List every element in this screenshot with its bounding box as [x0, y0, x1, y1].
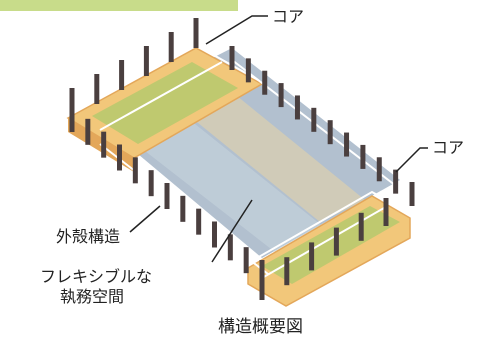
structural-column	[132, 157, 138, 184]
structural-column	[327, 120, 333, 145]
structural-column	[119, 60, 125, 90]
structural-column	[168, 32, 174, 62]
leader-lines	[129, 15, 428, 263]
green-deck-top	[92, 62, 238, 144]
structural-column	[148, 170, 154, 197]
label-core-top: コア	[272, 7, 305, 26]
structural-column	[196, 208, 202, 235]
structural-column	[309, 242, 315, 271]
structural-column	[333, 227, 339, 256]
structural-column	[360, 144, 366, 169]
structural-column	[94, 74, 100, 104]
structural-column	[164, 183, 170, 209]
structural-column	[245, 58, 251, 83]
green-deck-bottom	[262, 206, 400, 284]
structural-column	[212, 221, 217, 248]
structural-column	[229, 46, 235, 70]
structural-column	[193, 18, 199, 48]
structural-column	[69, 106, 75, 132]
structural-column	[117, 144, 122, 171]
leader-flexible	[211, 199, 253, 263]
structural-column	[101, 131, 107, 158]
caption: 構造概要図	[218, 317, 303, 337]
leader-core-top	[205, 15, 268, 45]
label-core-right: コア	[432, 138, 465, 157]
structural-column	[344, 132, 350, 157]
structural-column	[243, 247, 249, 274]
leader-outer-shell	[129, 205, 161, 233]
top-decorative-bar	[0, 0, 238, 11]
label-outer-shell: 外殻構造	[56, 227, 121, 246]
column-group	[69, 18, 415, 300]
structural-column	[376, 157, 382, 182]
structural-column	[227, 234, 233, 261]
leader-core-right	[395, 147, 428, 173]
structural-column	[383, 198, 389, 226]
floor-highlight	[118, 104, 330, 256]
structural-column	[69, 88, 75, 118]
structural-column	[259, 272, 265, 300]
structural-column	[409, 182, 415, 206]
structural-column	[180, 195, 186, 222]
structural-column	[278, 83, 284, 108]
structural-column	[294, 95, 300, 120]
structural-column	[143, 46, 149, 76]
structural-column	[358, 212, 364, 241]
structural-column	[85, 118, 91, 145]
structural-column	[393, 169, 399, 194]
structural-column	[262, 70, 268, 95]
label-flexible-line1: フレキシブルな	[40, 267, 153, 286]
structural-column	[284, 257, 290, 286]
structural-column	[311, 107, 317, 132]
label-flexible-line2: 執務空間	[60, 287, 125, 306]
